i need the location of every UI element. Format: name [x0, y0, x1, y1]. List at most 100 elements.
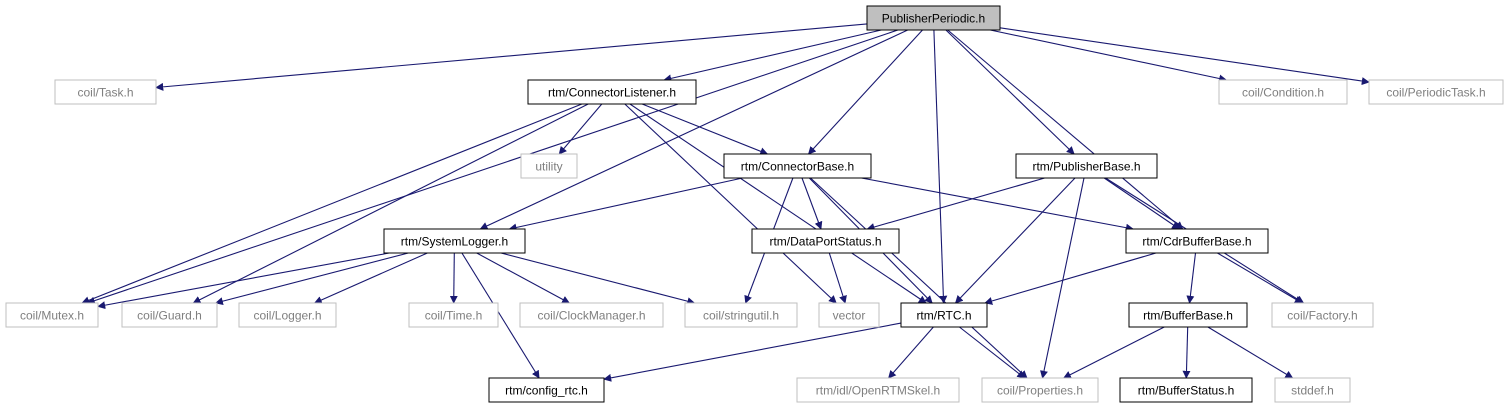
node-label: stddef.h	[1291, 384, 1334, 398]
edge-rtm-systemlogger-to-coil-mutex	[97, 252, 390, 310]
node-rtm-systemlogger[interactable]: rtm/SystemLogger.h	[383, 228, 526, 254]
node-label: vector	[833, 309, 866, 323]
edge-rtm-systemlogger-to-coil-time	[449, 252, 458, 304]
edge-rtm-systemlogger-to-coil-guard	[214, 252, 409, 306]
node-box	[796, 377, 960, 403]
node-box	[751, 228, 900, 254]
node-label: rtm/ConnectorListener.h	[548, 86, 676, 100]
node-label: rtm/BufferStatus.h	[1138, 384, 1235, 398]
node-coil-properties[interactable]: coil/Properties.h	[981, 377, 1099, 403]
node-box	[1119, 377, 1253, 403]
node-label: coil/Mutex.h	[20, 309, 84, 323]
node-label: rtm/DataPortStatus.h	[769, 235, 881, 249]
edge-rtm-bufferbase-to-coil-properties	[1062, 326, 1165, 379]
node-stddef[interactable]: stddef.h	[1274, 377, 1351, 403]
edge-rtm-systemlogger-to-coil-stringutil	[500, 252, 696, 306]
edge-rtm-publisherbase-to-coil-properties	[1040, 177, 1085, 379]
node-box	[981, 377, 1099, 403]
node-rtm-connectorlistener[interactable]: rtm/ConnectorListener.h	[527, 79, 697, 105]
node-rtm-publisherbase[interactable]: rtm/PublisherBase.h	[1015, 153, 1158, 179]
edge-rtm-connectorlistener-to-coil-mutex	[81, 103, 583, 305]
node-label: rtm/CdrBufferBase.h	[1142, 235, 1251, 249]
node-box	[1368, 79, 1504, 105]
node-label: coil/Factory.h	[1287, 309, 1357, 323]
node-box	[121, 302, 218, 328]
node-rtm-bufferbase[interactable]: rtm/BufferBase.h	[1128, 302, 1248, 328]
node-box	[1271, 302, 1374, 328]
node-coil-task[interactable]: coil/Task.h	[54, 79, 157, 105]
edge-rtm-connectorlistener-to-coil-guard	[192, 103, 589, 304]
node-label: coil/PeriodicTask.h	[1386, 86, 1485, 100]
node-coil-time[interactable]: coil/Time.h	[408, 302, 499, 328]
edge-rtm-systemlogger-to-coil-clockmanager	[476, 252, 571, 304]
node-box	[5, 302, 99, 328]
node-utility[interactable]: utility	[520, 153, 578, 179]
node-coil-periodictask[interactable]: coil/PeriodicTask.h	[1368, 79, 1504, 105]
node-coil-guard[interactable]: coil/Guard.h	[121, 302, 218, 328]
node-coil-logger[interactable]: coil/Logger.h	[238, 302, 337, 328]
node-label: rtm/RTC.h	[916, 309, 971, 323]
node-coil-factory[interactable]: coil/Factory.h	[1271, 302, 1374, 328]
node-label: coil/Logger.h	[253, 309, 321, 323]
edge-rtm-connectorlistener-to-vector	[624, 103, 837, 304]
node-box	[818, 302, 880, 328]
node-box	[1125, 228, 1269, 254]
edge-publisherperiodic-to-rtm-cdrbufferbase	[947, 29, 1184, 230]
node-rtm-rtc[interactable]: rtm/RTC.h	[900, 302, 988, 328]
node-rtm-config-rtc[interactable]: rtm/config_rtc.h	[488, 377, 605, 403]
edge-rtm-systemlogger-to-coil-logger	[313, 252, 428, 304]
node-box	[1218, 79, 1348, 105]
nodes-layer: PublisherPeriodic.h coil/Task.h rtm/Connec…	[5, 5, 1504, 403]
node-label: utility	[535, 160, 562, 174]
node-coil-clockmanager[interactable]: coil/ClockManager.h	[519, 302, 664, 328]
node-box	[383, 228, 526, 254]
node-label: rtm/BufferBase.h	[1143, 309, 1233, 323]
node-box	[1274, 377, 1351, 403]
node-box	[488, 377, 605, 403]
node-rtm-cdrbufferbase[interactable]: rtm/CdrBufferBase.h	[1125, 228, 1269, 254]
node-label: rtm/idl/OpenRTMSkel.h	[816, 384, 940, 398]
edge-rtm-connectorbase-to-rtm-cdrbufferbase	[861, 177, 1134, 232]
edge-publisherperiodic-to-coil-condition	[990, 29, 1228, 83]
node-label: coil/Condition.h	[1242, 86, 1324, 100]
edge-rtm-connectorbase-to-coil-properties	[810, 177, 1028, 379]
edge-rtm-bufferbase-to-rtm-bufferstatus	[1182, 326, 1191, 379]
node-label: coil/Guard.h	[137, 309, 202, 323]
node-rtm-connectorbase[interactable]: rtm/ConnectorBase.h	[723, 153, 872, 179]
edge-rtm-connectorbase-to-rtm-dataportstatus	[801, 177, 823, 230]
node-coil-mutex[interactable]: coil/Mutex.h	[5, 302, 99, 328]
node-label: rtm/config_rtc.h	[505, 384, 588, 398]
node-box	[1128, 302, 1248, 328]
edge-rtm-bufferbase-to-stddef	[1207, 326, 1294, 379]
node-rtm-dataportstatus[interactable]: rtm/DataPortStatus.h	[751, 228, 900, 254]
node-coil-condition[interactable]: coil/Condition.h	[1218, 79, 1348, 105]
edge-publisherperiodic-to-rtm-connectorlistener	[663, 29, 882, 83]
node-box	[723, 153, 872, 179]
node-rtm-idl-openrtmskel[interactable]: rtm/idl/OpenRTMSkel.h	[796, 377, 960, 403]
edge-rtm-systemlogger-to-rtm-config-rtc	[461, 252, 540, 379]
node-coil-stringutil[interactable]: coil/stringutil.h	[684, 302, 798, 328]
node-label: coil/Task.h	[77, 86, 133, 100]
edge-publisherperiodic-to-coil-mutex	[86, 29, 899, 305]
node-box	[519, 302, 664, 328]
node-label: coil/stringutil.h	[703, 309, 779, 323]
edges-layer	[81, 23, 1370, 382]
edge-publisherperiodic-to-coil-periodictask	[999, 27, 1370, 86]
node-label: coil/Properties.h	[997, 384, 1083, 398]
edge-rtm-connectorlistener-to-rtm-rtc	[629, 103, 927, 304]
node-box	[900, 302, 988, 328]
edge-publisherperiodic-to-rtm-connectorbase	[807, 29, 923, 155]
edge-rtm-rtc-to-rtm-idl-openrtmskel	[888, 326, 934, 379]
edge-publisherperiodic-to-rtm-publisherbase	[945, 29, 1075, 155]
node-box	[408, 302, 499, 328]
edge-rtm-publisherbase-to-rtm-rtc	[954, 177, 1076, 304]
node-publisherperiodic[interactable]: PublisherPeriodic.h	[866, 5, 1001, 31]
edge-rtm-dataportstatus-to-vector	[828, 252, 847, 304]
edge-publisherperiodic-to-rtm-systemlogger	[479, 29, 908, 230]
edge-rtm-connectorbase-to-rtm-systemlogger	[508, 177, 743, 232]
node-vector[interactable]: vector	[818, 302, 880, 328]
node-rtm-bufferstatus[interactable]: rtm/BufferStatus.h	[1119, 377, 1253, 403]
edge-rtm-rtc-to-rtm-config-rtc	[603, 322, 902, 382]
